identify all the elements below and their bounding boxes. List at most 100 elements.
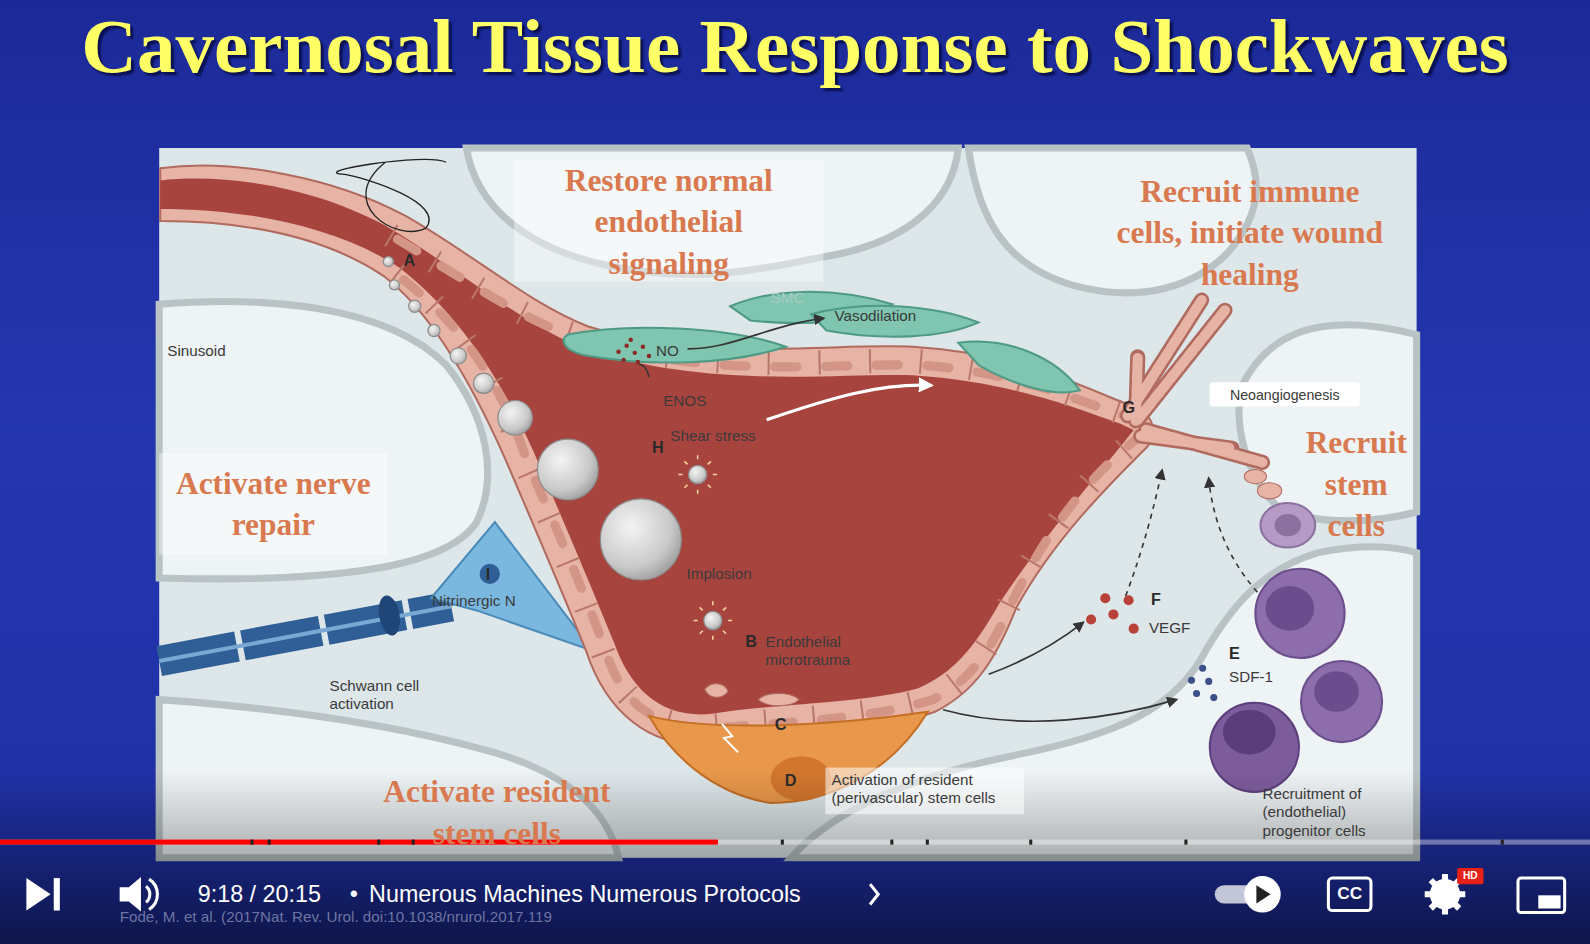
video-chapter: Numerous Machines Numerous Protocols <box>369 880 801 908</box>
callout-letter: F <box>1151 591 1161 609</box>
cavitation-bubbles <box>409 300 421 312</box>
vegf-dots <box>1129 624 1139 634</box>
sdf1-dots <box>1205 678 1212 685</box>
implosion-rays <box>694 601 733 640</box>
callout-letter: E <box>1229 645 1240 663</box>
process-label: Schwann cell activation <box>330 676 447 713</box>
process-label: Endothelial microtrauma <box>766 633 878 670</box>
overlay-text: Activate resident stem cells <box>360 771 634 854</box>
vegf-dots <box>1086 593 1139 634</box>
cavitation-bubbles <box>389 280 399 290</box>
blood-vessel <box>1128 300 1263 462</box>
blood-vessel <box>1244 469 1266 483</box>
video-controls <box>120 877 141 911</box>
debris <box>705 684 728 698</box>
cavitation-bubbles <box>383 257 393 267</box>
no-molecules <box>624 344 628 348</box>
no-molecules <box>636 360 640 364</box>
node-text: Activation of resident (perivascular) st… <box>832 771 1020 808</box>
overlay-text: Recruit stem cells <box>1293 422 1420 547</box>
callout-letter: B <box>745 633 757 651</box>
video-controls <box>1538 895 1560 908</box>
blood-vessel <box>404 280 1138 728</box>
cavitation-bubbles <box>537 439 598 500</box>
callout-letter: I <box>486 566 491 584</box>
video-controls <box>0 771 1590 944</box>
video-controls <box>0 771 1590 944</box>
cavitation-bubbles <box>450 348 466 364</box>
cavitation-bubbles <box>704 611 722 629</box>
video-controls <box>0 840 718 845</box>
progenitor-cells <box>1314 671 1359 712</box>
pathway-arrows <box>1209 479 1258 593</box>
molecule-label: NO <box>656 342 679 360</box>
video-controls <box>54 878 60 910</box>
nerve-fibre <box>376 594 403 637</box>
blood-vessel <box>1146 430 1263 462</box>
no-molecules <box>616 337 651 364</box>
sdf1-dots <box>1188 665 1217 702</box>
tissue-panel <box>159 148 1416 858</box>
video-controls <box>1457 868 1483 884</box>
video-controls <box>1029 840 1032 845</box>
video-controls <box>250 840 253 845</box>
debris <box>758 694 799 706</box>
video-controls <box>870 884 878 904</box>
pathway-arrows <box>688 318 824 348</box>
no-molecules <box>628 337 632 341</box>
blood-vessel <box>1136 357 1138 421</box>
callout-letter: H <box>652 439 664 457</box>
sdf1-dots <box>1199 665 1206 672</box>
cavitation-bubbles <box>428 324 440 336</box>
tissue-panel <box>159 148 1416 858</box>
video-controls <box>1501 840 1504 845</box>
implosion-rays <box>678 455 732 640</box>
label-box: Neoangiogenesis <box>1210 382 1360 406</box>
no-molecules <box>641 345 645 349</box>
nerve-fibre <box>480 564 500 584</box>
overlay-text: Recruit immune cells, initiate wound hea… <box>1115 170 1384 295</box>
video-controls <box>1328 878 1371 910</box>
cell-label: SMC <box>771 289 805 306</box>
nerve-fibre <box>159 606 451 661</box>
blood-vessel <box>1146 430 1263 462</box>
vegf-dots <box>1086 614 1096 624</box>
hd-badge: HD <box>1457 868 1483 884</box>
progenitor-cells <box>1210 503 1382 792</box>
video-controls <box>26 878 50 910</box>
nerve-fibre <box>159 606 451 661</box>
smooth-muscle-cells <box>958 342 1080 393</box>
video-controls <box>1518 878 1565 912</box>
pathway-arrows <box>767 385 931 420</box>
video-controls <box>1244 876 1281 913</box>
blood-vessel <box>1128 300 1263 462</box>
video-controls <box>412 840 415 845</box>
molecule-label: VEGF <box>1149 619 1190 637</box>
molecule-label: SDF-1 <box>1229 668 1273 686</box>
process-label: Implosion <box>686 565 751 583</box>
progenitor-cells <box>1260 503 1315 548</box>
vegf-dots <box>1108 609 1118 619</box>
pathway-arrows <box>943 700 1176 722</box>
blood-vessel <box>397 272 1137 726</box>
sdf1-dots <box>1193 690 1200 697</box>
process-label: Vasodilation <box>835 307 917 325</box>
cavitation-bubbles <box>600 499 681 580</box>
video-controls <box>781 840 784 845</box>
blood-vessel <box>1257 483 1281 499</box>
progenitor-cells <box>1255 569 1344 658</box>
overlay-box: Restore normal endothelial signaling <box>514 160 823 282</box>
video-controls <box>926 840 929 845</box>
video-controls <box>268 840 271 845</box>
implosion-rays <box>678 455 717 494</box>
cell-label: Nitrinergic N <box>432 592 516 610</box>
source-caption: Fode, M. et al. (2017Nat. Rev. Urol. doi… <box>120 907 552 924</box>
progenitor-cells <box>1275 514 1301 536</box>
no-molecules <box>647 354 651 358</box>
node-text: Neoangiogenesis <box>1230 386 1340 402</box>
slide-title: Cavernosal Tissue Response to Shockwaves <box>0 0 1590 91</box>
progenitor-cells <box>1301 661 1382 742</box>
pathway-arrows <box>639 365 649 378</box>
vegf-dots <box>1124 595 1134 605</box>
